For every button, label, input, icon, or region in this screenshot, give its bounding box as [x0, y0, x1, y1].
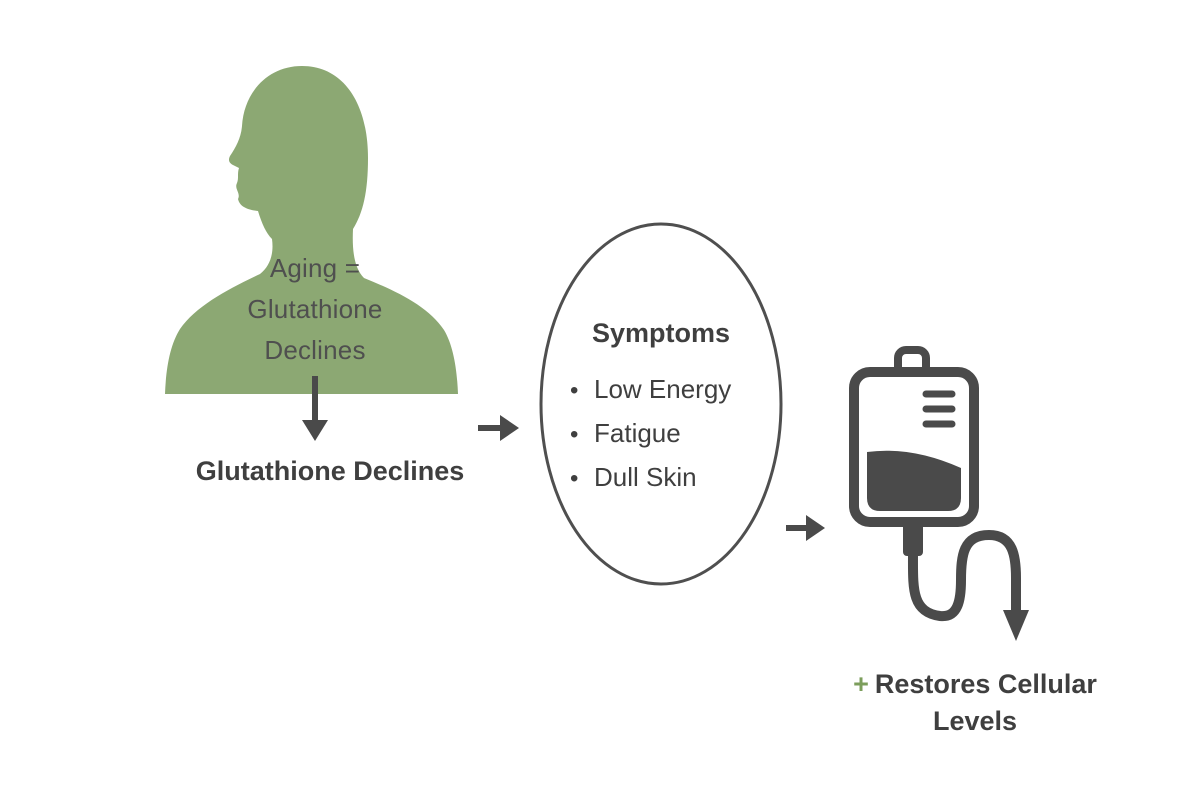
- person-label-line2: Glutathione: [247, 294, 383, 324]
- person-silhouette-icon: [165, 66, 458, 394]
- symptom-label: Fatigue: [594, 418, 681, 448]
- bullet-icon: •: [570, 465, 579, 492]
- bullet-icon: •: [570, 421, 579, 448]
- person-label-line1: Aging =: [269, 253, 361, 283]
- restores-caption: +Restores Cellular Levels: [800, 666, 1150, 740]
- bullet-icon: •: [570, 377, 579, 404]
- symptoms-ellipse: [539, 222, 783, 586]
- right-arrow-1-icon: [478, 415, 519, 441]
- list-item: • Fatigue: [570, 418, 770, 449]
- plus-icon: +: [853, 669, 869, 699]
- person-label-line3: Declines: [264, 335, 366, 365]
- symptoms-title: Symptoms: [591, 318, 731, 348]
- symptoms-list: • Low Energy • Fatigue • Dull Skin: [570, 374, 770, 506]
- down-arrow-icon: [302, 376, 328, 441]
- list-item: • Dull Skin: [570, 462, 770, 493]
- restores-line1-text: Restores Cellular: [874, 669, 1097, 699]
- iv-bag-icon: [849, 346, 1029, 641]
- restores-line2: Levels: [932, 706, 1018, 736]
- person-label: Aging = Glutathione Declines: [195, 248, 435, 371]
- list-item: • Low Energy: [570, 374, 770, 405]
- symptom-label: Dull Skin: [594, 462, 697, 492]
- right-arrow-2-icon: [786, 515, 825, 541]
- glutathione-declines-label: Glutathione Declines: [195, 456, 465, 486]
- symptom-label: Low Energy: [594, 374, 732, 404]
- restores-line1: +Restores Cellular: [800, 666, 1150, 703]
